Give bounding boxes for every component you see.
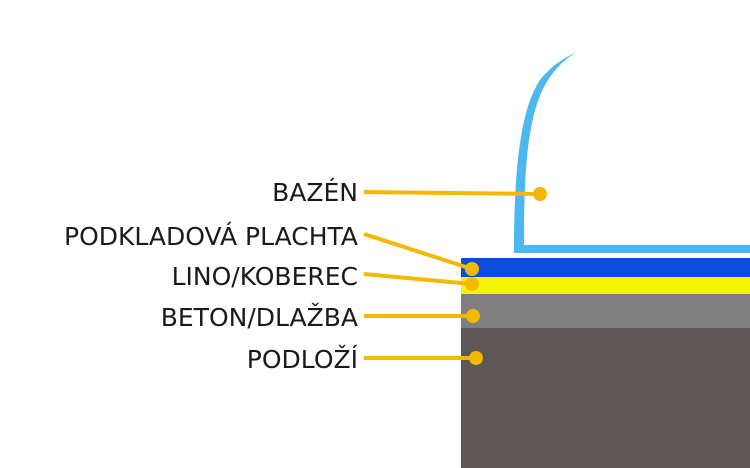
marker-beton — [466, 309, 480, 323]
marker-lino — [465, 277, 479, 291]
label-plachta: PODKLADOVÁ PLACHTA — [64, 222, 358, 251]
pool-wall — [514, 52, 750, 253]
label-beton: BETON/DLAŽBA — [161, 303, 358, 332]
marker-plachta — [465, 262, 479, 276]
lino-carpet-layer — [461, 276, 750, 294]
label-bazen: BAZÉN — [272, 178, 358, 207]
underlay-sheet-layer — [461, 258, 750, 277]
marker-podlozi — [469, 351, 483, 365]
marker-bazen — [533, 187, 547, 201]
leader-bazen — [363, 190, 541, 196]
leader-lines — [363, 187, 547, 365]
leader-lino — [363, 272, 473, 286]
label-lino: LINO/KOBEREC — [172, 262, 358, 291]
concrete-layer — [461, 293, 750, 328]
label-podlozi: PODLOŽÍ — [247, 345, 358, 374]
leader-plachta — [363, 232, 473, 271]
subsoil-layer — [461, 327, 750, 468]
